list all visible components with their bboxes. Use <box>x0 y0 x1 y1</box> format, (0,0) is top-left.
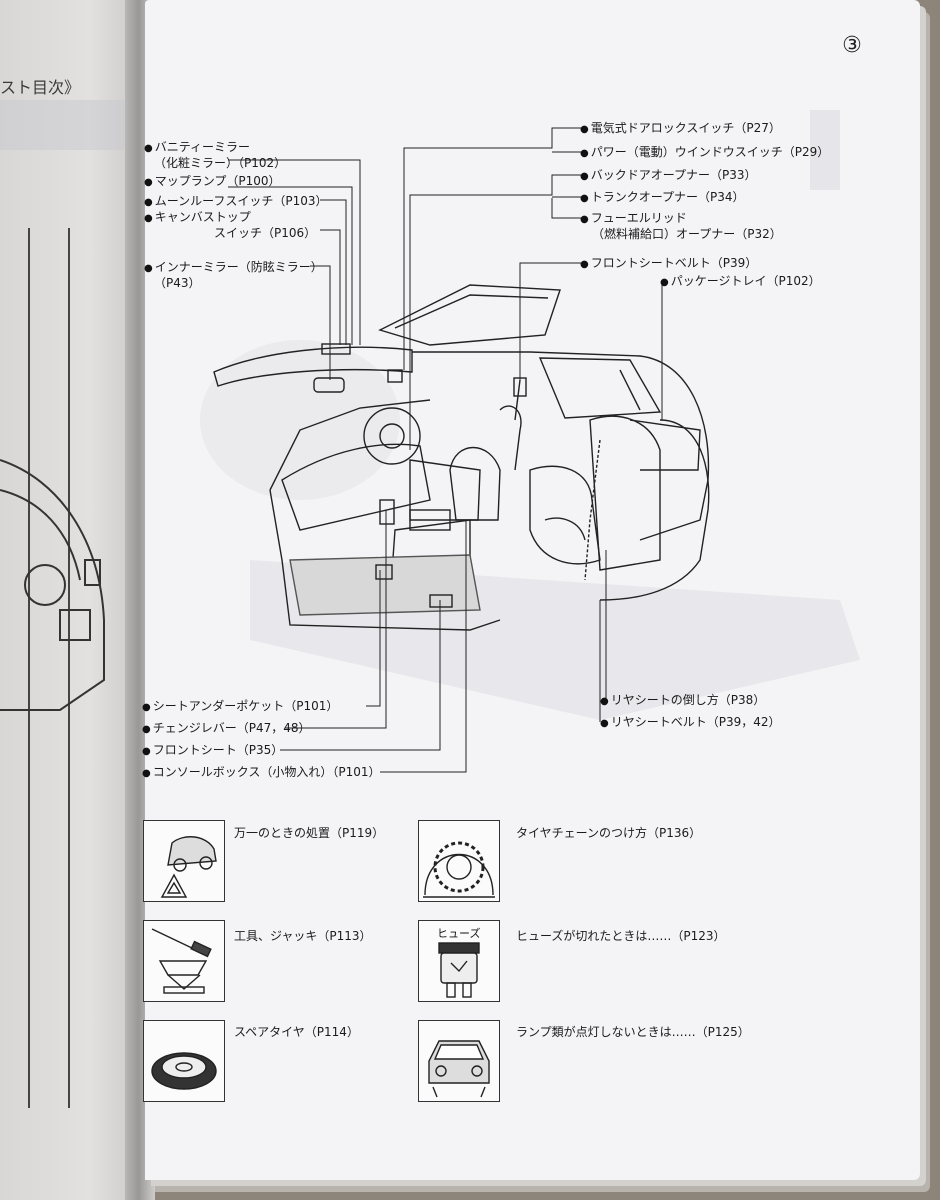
bullet-dot: ● <box>600 696 609 707</box>
callout-moonroof-switch: ●ムーンルーフスイッチ（P103） <box>144 194 328 210</box>
bullet-dot: ● <box>580 259 589 270</box>
callout-inner-mirror: ●インナーミラー（防眩ミラー） （P43） <box>144 260 323 290</box>
warning-triangle-car-icon <box>143 820 225 902</box>
callout-change-lever-label: チェンジレバー（P47，48） <box>152 721 311 735</box>
bullet-dot: ● <box>142 746 151 757</box>
bullet-dot: ● <box>660 277 669 288</box>
callout-seat-under-pocket: ●シートアンダーポケット（P101） <box>142 699 338 715</box>
callout-inner-mirror-label: インナーミラー（防眩ミラー） <box>154 260 323 274</box>
callout-canvas-top-switch: ●キャンバストップ スイッチ（P106） <box>144 210 316 240</box>
callout-canvas-top-sub: スイッチ（P106） <box>214 226 317 240</box>
callout-fuel-lid-sub: （燃料補給口）オープナー（P32） <box>592 227 782 241</box>
caption-emergency: 万一のときの処置（P119） <box>234 826 385 840</box>
caption-tire-chain: タイヤチェーンのつけ方（P136） <box>516 826 702 840</box>
bullet-dot: ● <box>142 702 151 713</box>
callout-trunk-opener: ●トランクオープナー（P34） <box>580 190 745 206</box>
callout-package-tray: ●パッケージトレイ（P102） <box>660 274 821 290</box>
bullet-dot: ● <box>144 213 153 224</box>
bullet-dot: ● <box>144 143 153 154</box>
callout-rear-seatbelt: ●リヤシートベルト（P39，42） <box>600 715 781 731</box>
tire-chain-icon <box>418 820 500 902</box>
bullet-dot: ● <box>142 724 151 735</box>
callout-vanity-mirror-sub: （化粧ミラー）（P102） <box>154 156 287 170</box>
bullet-dot: ● <box>144 197 153 208</box>
callout-inner-mirror-sub: （P43） <box>154 276 201 290</box>
bullet-dot: ● <box>144 263 153 274</box>
callout-front-seatbelt-label: フロントシートベルト（P39） <box>590 256 758 270</box>
bullet-dot: ● <box>580 124 589 135</box>
caption-lamp-off: ランプ類が点灯しないときは……（P125） <box>516 1025 750 1039</box>
left-page-callout-line <box>28 228 30 1108</box>
callout-seat-under-pocket-label: シートアンダーポケット（P101） <box>152 699 339 713</box>
callout-front-seatbelt: ●フロントシートベルト（P39） <box>580 256 757 272</box>
callout-back-door-opener: ●バックドアオープナー（P33） <box>580 168 757 184</box>
bullet-dot: ● <box>580 148 589 159</box>
callout-change-lever: ●チェンジレバー（P47，48） <box>142 721 311 737</box>
fuse-icon-label: ヒューズ <box>437 927 481 940</box>
bullet-dot: ● <box>142 768 151 779</box>
callout-canvas-top-label: キャンバストップ <box>154 210 251 224</box>
callout-trunk-label: トランクオープナー（P34） <box>590 190 745 204</box>
left-page-callout-line <box>68 228 70 1108</box>
tools-jack-icon <box>143 920 225 1002</box>
callout-rear-seat-fold-label: リヤシートの倒し方（P38） <box>610 693 766 707</box>
bullet-dot: ● <box>144 177 153 188</box>
callout-power-window-label: パワー（電動）ウインドウスイッチ（P29） <box>590 145 830 159</box>
callout-vanity-mirror-label: バニティーミラー <box>154 140 251 154</box>
callout-back-door-label: バックドアオープナー（P33） <box>590 168 757 182</box>
callout-console-box-label: コンソールボックス（小物入れ）（P101） <box>152 765 381 779</box>
callout-power-window-switch: ●パワー（電動）ウインドウスイッチ（P29） <box>580 145 829 161</box>
callout-front-seat-label: フロントシート（P35） <box>152 743 284 757</box>
callout-door-lock-switch: ●電気式ドアロックスイッチ（P27） <box>580 121 781 137</box>
callout-door-lock-label: 電気式ドアロックスイッチ（P27） <box>590 121 781 135</box>
callout-fuel-lid-label: フューエルリッド <box>590 211 687 225</box>
callout-package-tray-label: パッケージトレイ（P102） <box>670 274 821 288</box>
fuse-icon: ヒューズ <box>418 920 500 1002</box>
callout-map-lamp-label: マップランプ（P100） <box>154 174 281 188</box>
callout-moonroof-switch-label: ムーンルーフスイッチ（P103） <box>154 194 328 208</box>
bullet-dot: ● <box>580 214 589 225</box>
bullet-dot: ● <box>580 193 589 204</box>
callout-front-seat: ●フロントシート（P35） <box>142 743 283 759</box>
bullet-dot: ● <box>580 171 589 182</box>
callout-console-box: ●コンソールボックス（小物入れ）（P101） <box>142 765 381 781</box>
lamp-off-car-icon <box>418 1020 500 1102</box>
caption-fuse: ヒューズが切れたときは……（P123） <box>516 929 726 943</box>
callout-rear-seatbelt-label: リヤシートベルト（P39，42） <box>610 715 781 729</box>
spare-tire-icon <box>143 1020 225 1102</box>
page-number: ③ <box>842 33 862 58</box>
callout-rear-seat-fold: ●リヤシートの倒し方（P38） <box>600 693 765 709</box>
bullet-dot: ● <box>600 718 609 729</box>
callout-map-lamp: ●マップランプ（P100） <box>144 174 281 190</box>
left-page-dashboard-illustration <box>0 459 105 711</box>
callout-vanity-mirror: ●バニティーミラー （化粧ミラー）（P102） <box>144 140 286 170</box>
caption-spare-tire: スペアタイヤ（P114） <box>234 1025 359 1039</box>
callout-fuel-lid-opener: ●フューエルリッド （燃料補給口）オープナー（P32） <box>580 211 782 241</box>
caption-tools-jack: 工具、ジャッキ（P113） <box>234 929 372 943</box>
left-page-header: スト目次》 <box>0 78 81 97</box>
